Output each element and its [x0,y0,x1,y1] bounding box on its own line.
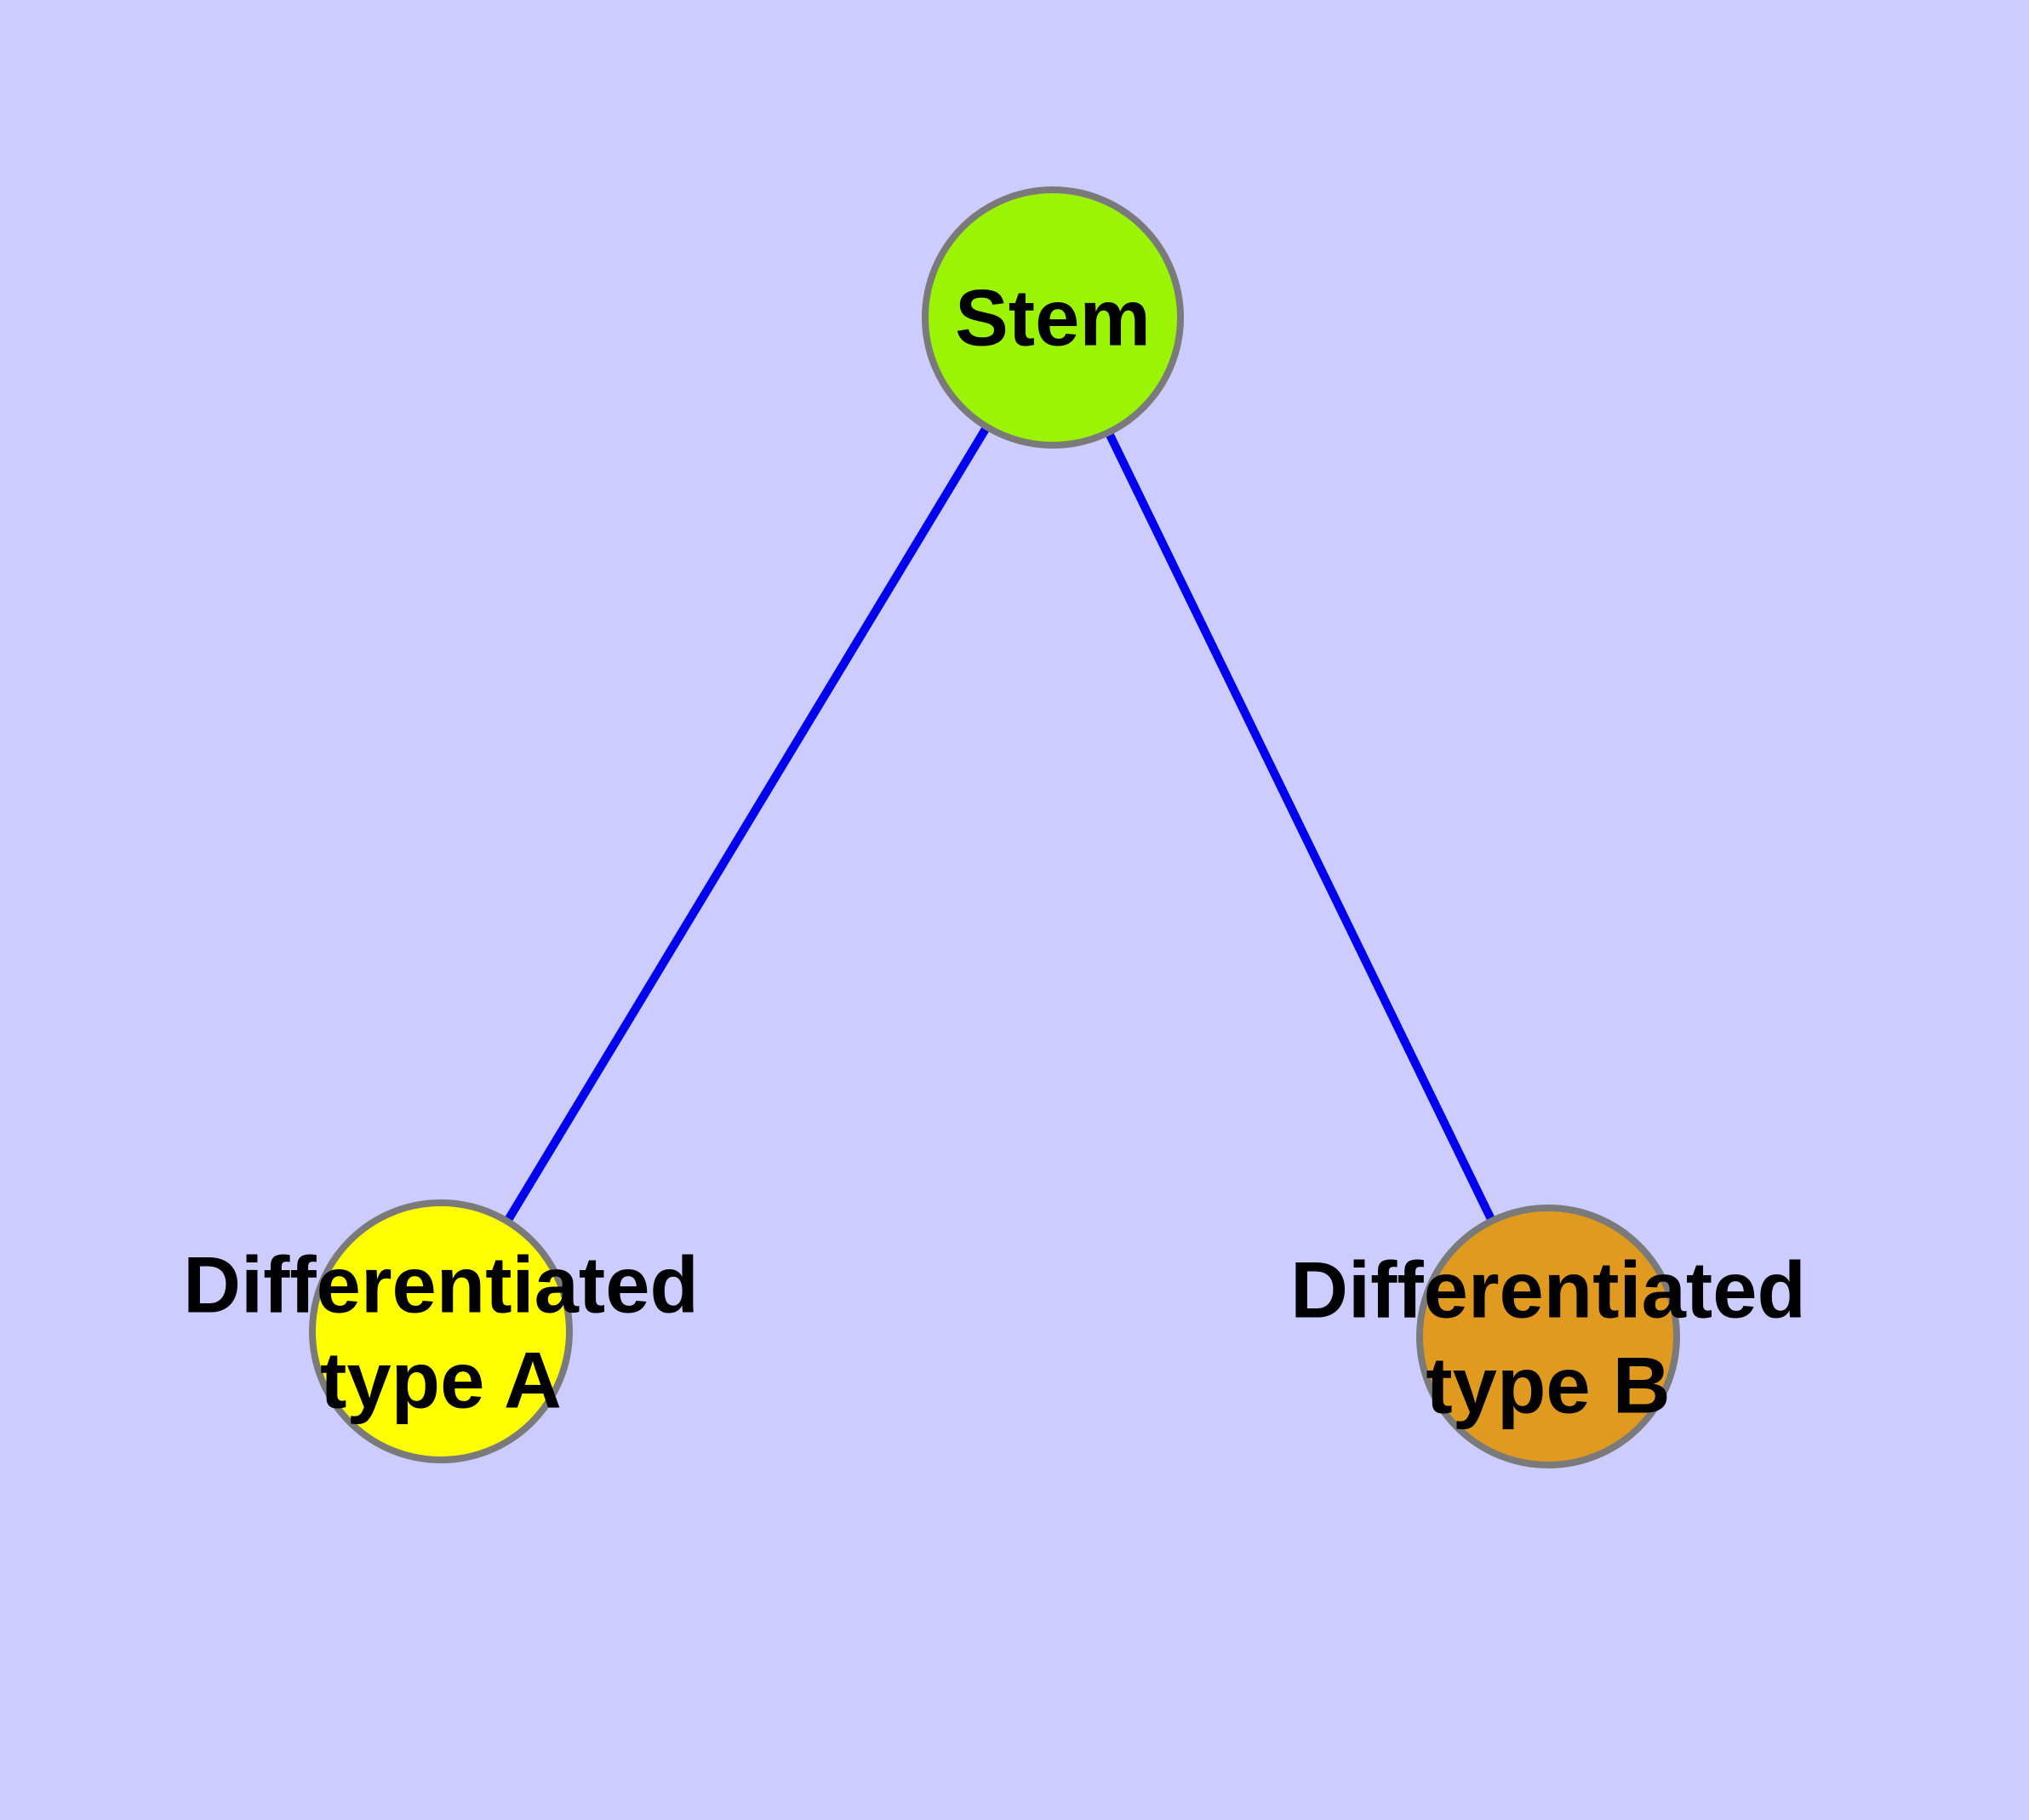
node-type-b-label-line1: Differentiated [1290,1245,1806,1335]
node-differentiated-type-b [1416,1205,1680,1468]
node-stem-label: Stem [955,273,1151,363]
node-type-a-label-line2: type A [320,1336,562,1425]
edge-stem-to-type-a [437,315,1057,1334]
node-differentiated-type-a [309,1199,573,1463]
node-type-b-label-line2: type B [1426,1341,1670,1430]
node-stem [922,186,1184,449]
edge-stem-to-type-b [1049,315,1552,1339]
node-type-a-label-line1: Differentiated [183,1240,699,1330]
